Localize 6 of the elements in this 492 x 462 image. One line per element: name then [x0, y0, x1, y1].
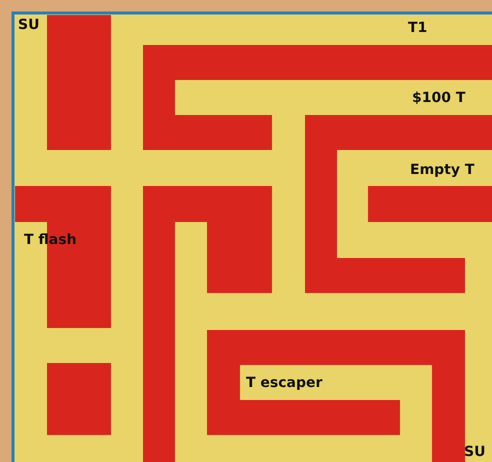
map-label: SU [464, 444, 486, 460]
map-label: Empty T [410, 162, 474, 178]
map-label: T escaper [246, 375, 322, 391]
map-label: T1 [408, 20, 428, 36]
map-label: $100 T [412, 90, 466, 106]
map-label: SU [18, 17, 40, 33]
